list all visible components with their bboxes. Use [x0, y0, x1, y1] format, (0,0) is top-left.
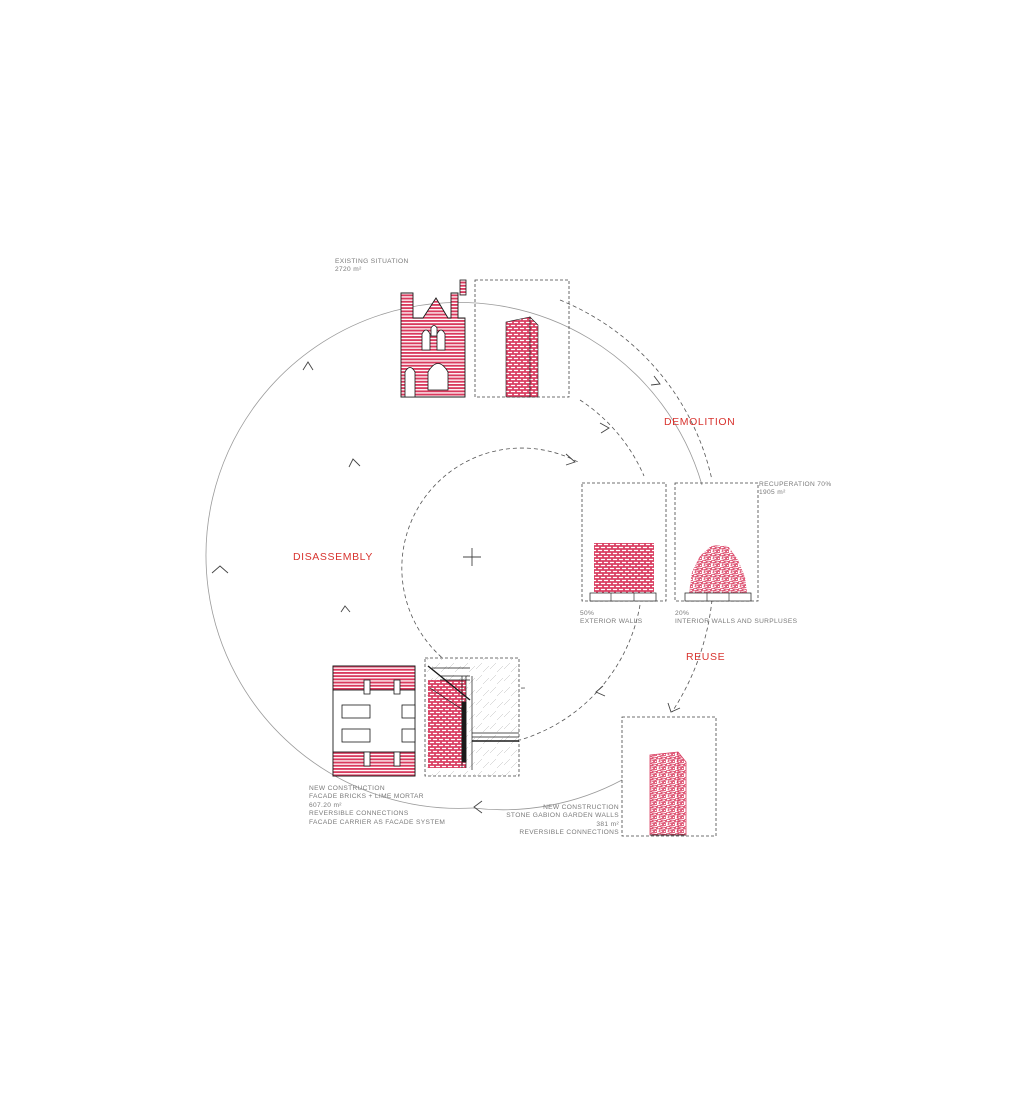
- reuse-dashed-arc: [671, 599, 713, 713]
- caption-recuperation: RECUPERATION 70% 1905 m²: [759, 481, 832, 497]
- caption-gabion-walls: NEW CONSTRUCTION STONE GABION GARDEN WAL…: [506, 804, 619, 837]
- caption-interior-walls: 20% INTERIOR WALLS AND SURPLUSES: [675, 610, 798, 626]
- caption-existing-situation: EXISTING SITUATION 2720 m²: [335, 258, 409, 274]
- gabion-frame: [621, 716, 717, 837]
- inner-cycle-dashed-ring: [401, 447, 579, 689]
- middle-cycle-dashed-ring: [519, 399, 645, 741]
- center-cross-icon: [463, 548, 481, 566]
- existing-building-elevation: [400, 279, 467, 398]
- new-facade-elevation: [332, 665, 416, 777]
- exterior-brick-stack: [589, 543, 657, 602]
- caption-new-facade: NEW CONSTRUCTION FACADE BRICKS + LIME MO…: [309, 785, 446, 826]
- phase-reuse-label: REUSE: [686, 651, 726, 663]
- outer-cycle-ring: [205, 302, 703, 809]
- gabion-wall: [649, 751, 687, 836]
- arrow-chevron-icon: [211, 361, 681, 814]
- interior-rubble-pile: [684, 545, 752, 602]
- phase-disassembly-label: DISASSEMBLY: [293, 551, 373, 563]
- facade-section-detail: [427, 665, 519, 770]
- caption-exterior-walls: 50% EXTERIOR WALLS: [580, 610, 643, 626]
- phase-demolition-label: DEMOLITION: [664, 416, 736, 428]
- outer-cycle-dashed-arc: [559, 299, 713, 481]
- exterior-walls-frame: [581, 482, 667, 602]
- gabion-arc: [472, 779, 623, 811]
- existing-wall-detail: [505, 316, 539, 398]
